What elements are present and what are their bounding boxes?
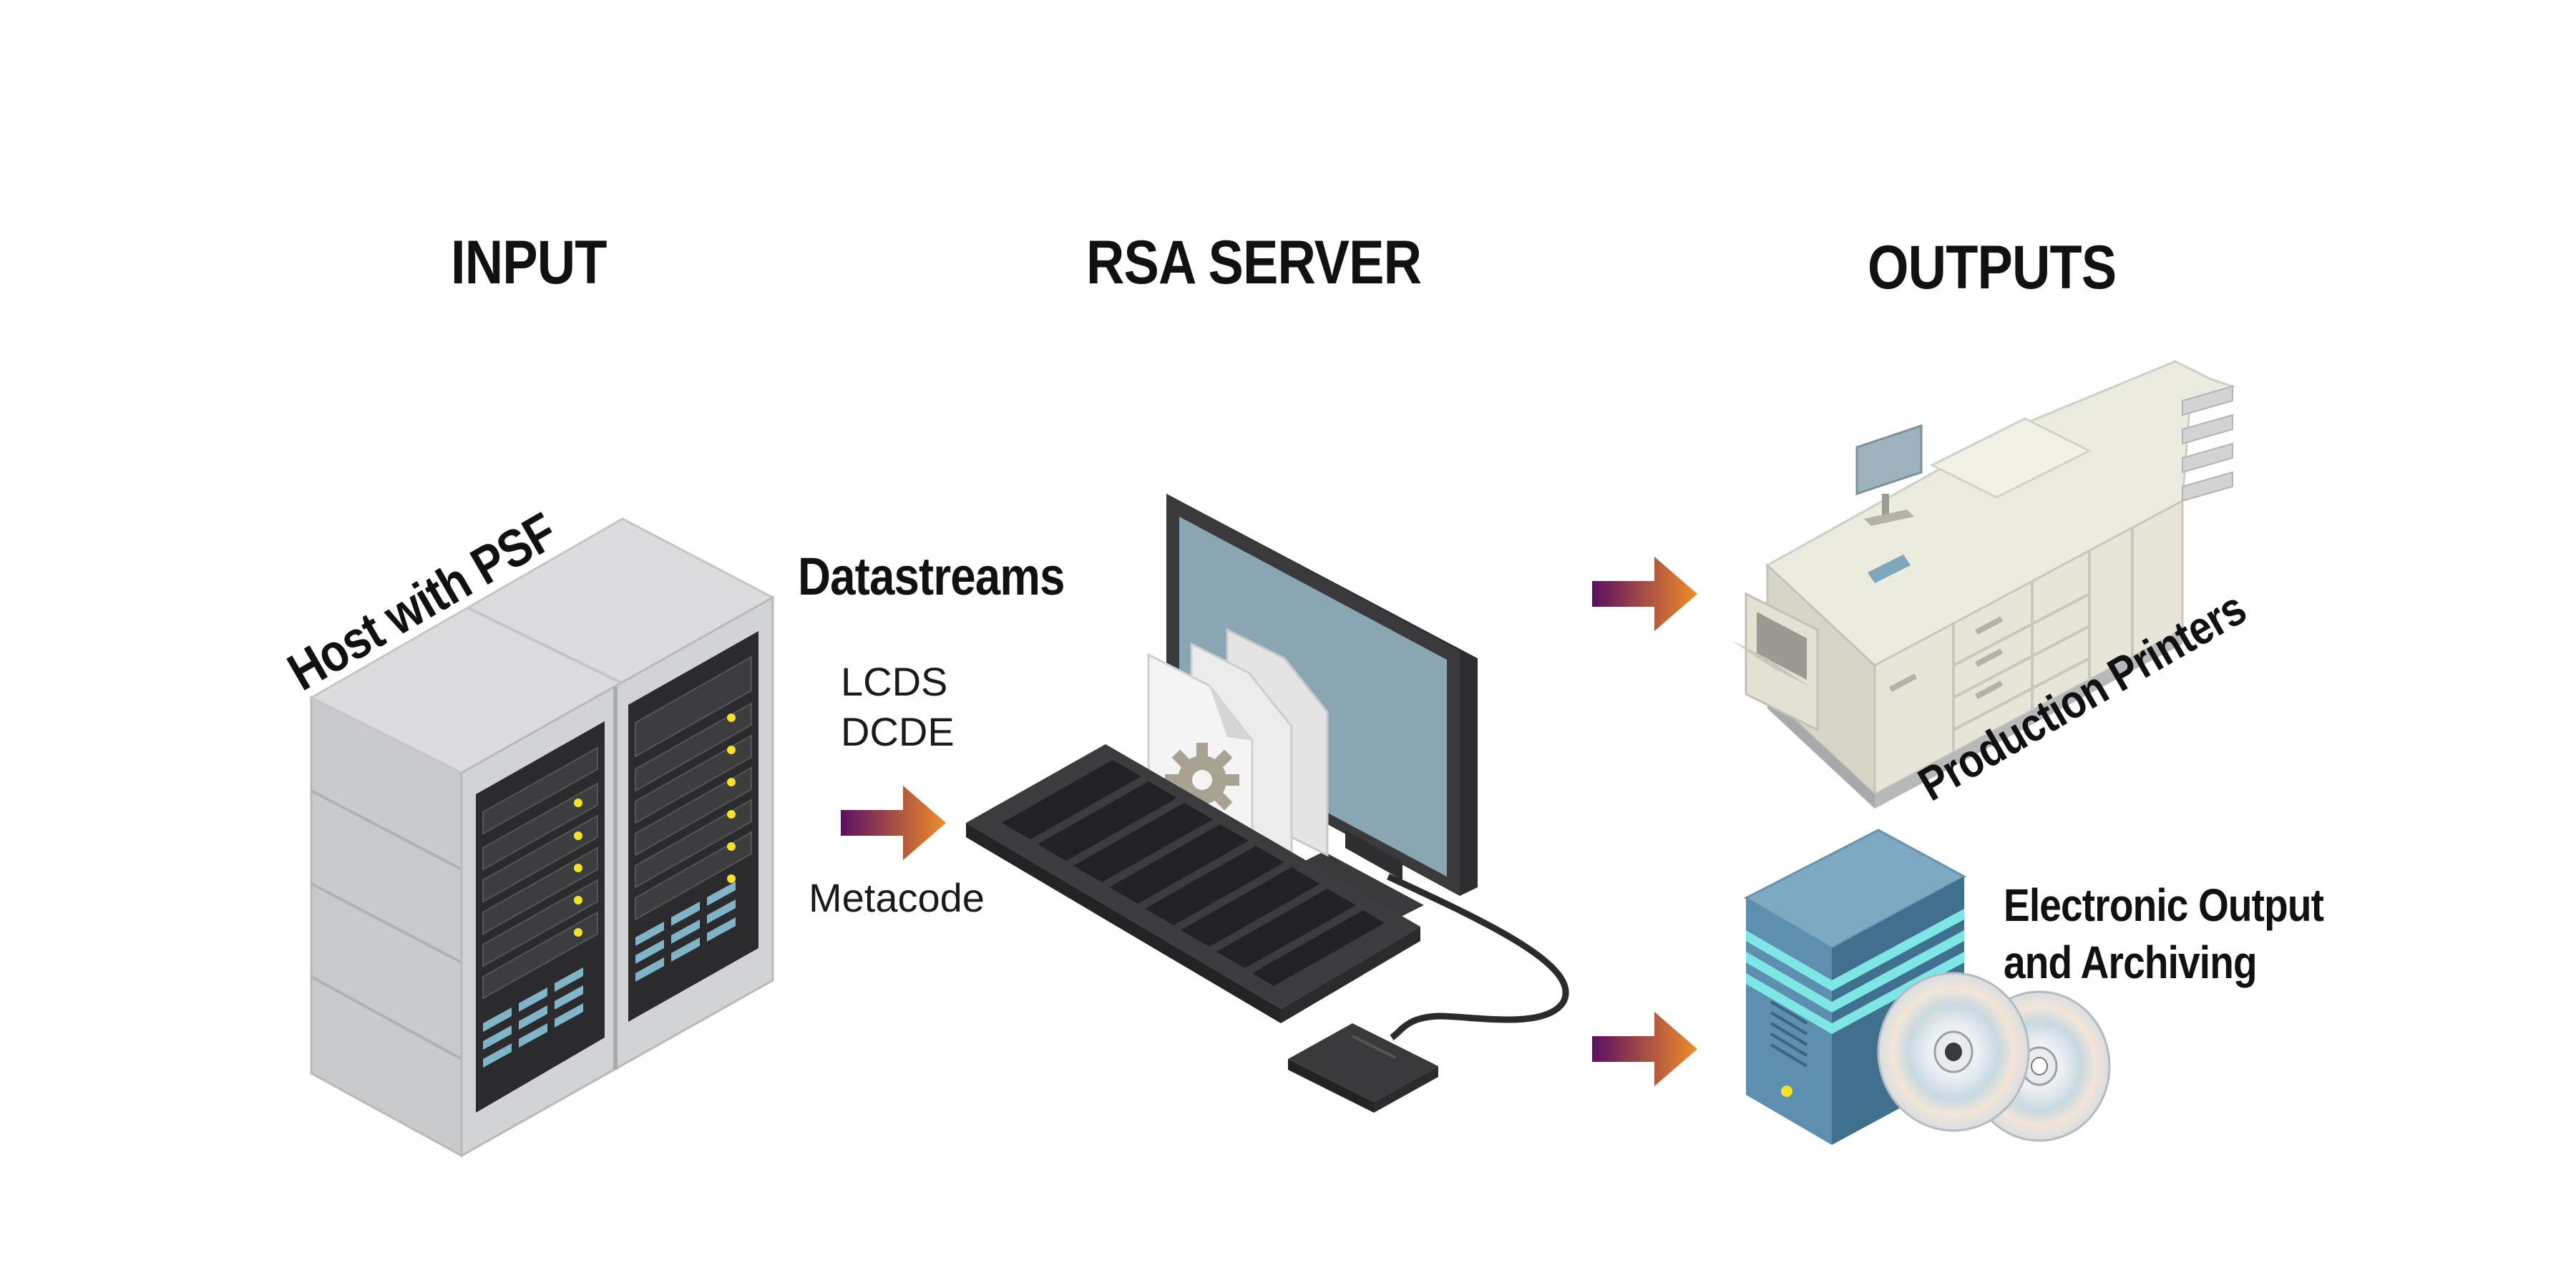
electronic-output-label-line1: Electronic Output: [2004, 879, 2324, 931]
desktop-computer-icon: [966, 494, 1569, 1113]
datastreams-title: Datastreams: [798, 547, 1065, 606]
header-input: INPUT: [451, 228, 607, 297]
header-rsa-server: RSA SERVER: [1086, 228, 1422, 297]
format-metacode: Metacode: [809, 875, 985, 920]
production-printer-icon: [1732, 360, 2235, 809]
optical-disc-icon: [1877, 972, 2030, 1132]
server-rack-icon: [308, 517, 776, 1158]
format-dcde: DCDE: [841, 709, 955, 754]
format-lcds: LCDS: [841, 659, 948, 704]
header-outputs: OUTPUTS: [1868, 233, 2117, 302]
electronic-output-label-line2: and Archiving: [2004, 937, 2258, 988]
arrow-right-icon: [1592, 557, 1697, 631]
arrow-right-icon: [841, 786, 946, 860]
arrow-right-icon: [1592, 1012, 1697, 1086]
keyboard-keys: [1002, 760, 1385, 986]
